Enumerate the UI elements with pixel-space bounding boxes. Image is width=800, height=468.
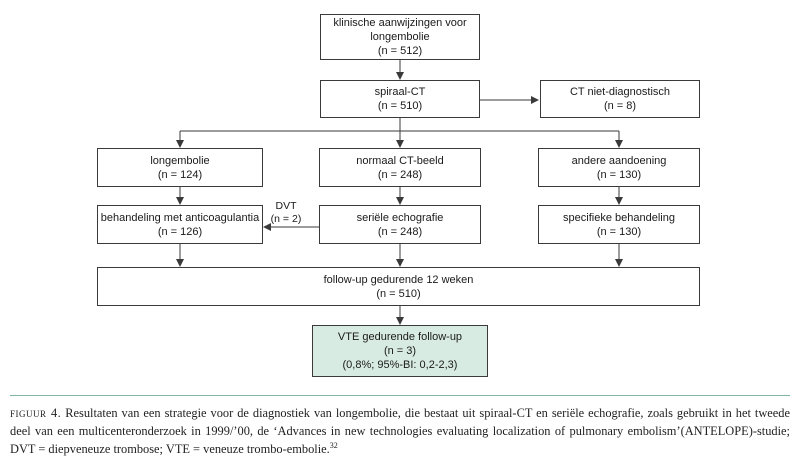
flowchart: klinische aanwijzingen voor longembolie … xyxy=(97,14,700,377)
node-line: follow-up gedurende 12 weken xyxy=(323,273,474,286)
node-normal-ct: normaal CT-beeld (n = 248) xyxy=(319,148,481,187)
node-other-condition: andere aandoening (n = 130) xyxy=(538,148,700,187)
node-count: (n = 130) xyxy=(596,225,642,238)
node-clinical-suspicion: klinische aanwijzingen voor longembolie … xyxy=(320,14,480,60)
node-followup-12-weeks: follow-up gedurende 12 weken (n = 510) xyxy=(97,267,700,306)
node-line: behandeling met anticoagulantia xyxy=(100,211,260,224)
node-count: (n = 3) xyxy=(383,345,417,357)
figure-caption: figuur 4. Resultaten van een strategie v… xyxy=(10,404,790,458)
node-count: (n = 130) xyxy=(596,168,642,181)
edge-label-dvt: DVT (n = 2) xyxy=(266,200,306,226)
node-count: (n = 126) xyxy=(157,225,203,238)
node-specific-treatment: specifieke behandeling (n = 130) xyxy=(538,205,700,244)
node-line: longembolie xyxy=(150,154,210,167)
node-count: (n = 512) xyxy=(377,45,423,57)
node-line: VTE gedurende follow-up xyxy=(337,331,463,343)
node-spiral-ct: spiraal-CT (n = 510) xyxy=(320,80,480,118)
node-detail: (0,8%; 95%-BI: 0,2-2,3) xyxy=(342,359,458,371)
node-count: (n = 510) xyxy=(377,100,423,112)
node-line: specifieke behandeling xyxy=(563,211,675,224)
node-line: seriële echografie xyxy=(356,211,444,224)
node-count: (n = 248) xyxy=(377,168,423,181)
caption-lead: figuur 4. xyxy=(10,406,62,420)
node-line: longembolie xyxy=(370,31,430,43)
caption-text: Resultaten van een strategie voor de dia… xyxy=(10,406,790,456)
node-count: (n = 8) xyxy=(603,100,637,112)
node-line: andere aandoening xyxy=(571,154,667,167)
flowchart-connectors xyxy=(176,60,623,325)
node-count: (n = 124) xyxy=(157,168,203,181)
node-line: CT niet-diagnostisch xyxy=(569,86,671,98)
node-line: spiraal-CT xyxy=(374,86,426,98)
node-ct-nondiagnostic: CT niet-diagnostisch (n = 8) xyxy=(540,80,700,118)
node-line: klinische aanwijzingen voor xyxy=(333,17,467,29)
node-count: (n = 248) xyxy=(377,225,423,238)
node-line: normaal CT-beeld xyxy=(356,154,444,167)
node-pulmonary-embolism: longembolie (n = 124) xyxy=(97,148,263,187)
edge-label-line: DVT xyxy=(275,200,297,212)
edge-label-count: (n = 2) xyxy=(270,213,302,225)
caption-reference: 32 xyxy=(329,440,338,450)
node-vte-during-followup: VTE gedurende follow-up (n = 3) (0,8%; 9… xyxy=(312,325,488,377)
caption-divider xyxy=(10,395,790,396)
node-anticoagulant-treatment: behandeling met anticoagulantia (n = 126… xyxy=(97,205,263,244)
node-count: (n = 510) xyxy=(376,287,421,300)
node-serial-ultrasound: seriële echografie (n = 248) xyxy=(319,205,481,244)
